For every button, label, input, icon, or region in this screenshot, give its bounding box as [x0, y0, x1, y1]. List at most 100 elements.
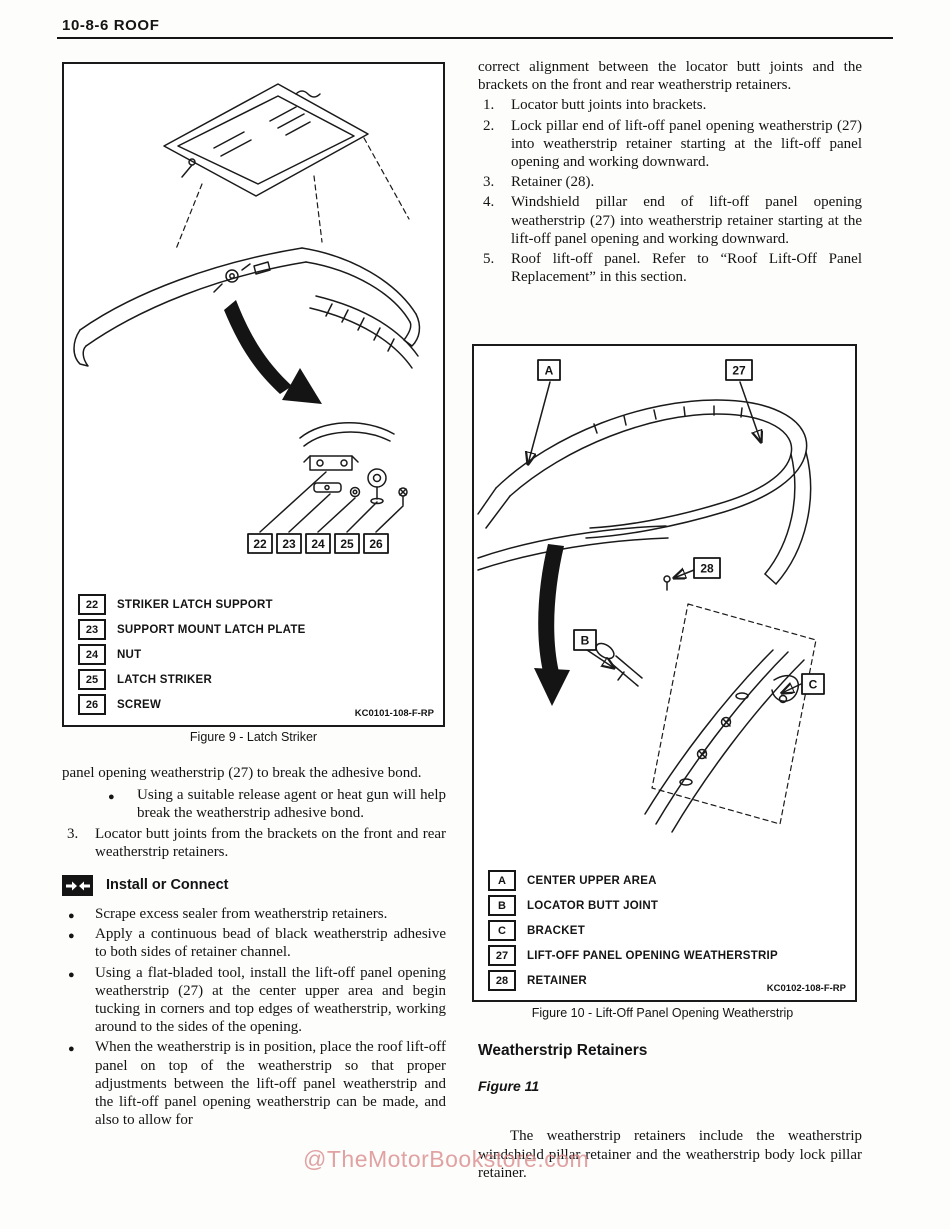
- legend-item: C BRACKET: [488, 918, 778, 943]
- header-rule: [57, 37, 893, 39]
- bullet-item: ● Using a flat-bladed tool, install the …: [62, 964, 446, 1037]
- legend-label: BRACKET: [527, 924, 585, 937]
- item-text: Locator butt joints into brackets.: [511, 97, 707, 114]
- bullet-icon: ●: [68, 1043, 75, 1056]
- callout-leader-lines: [259, 471, 404, 533]
- item-number: 1.: [483, 97, 495, 114]
- item-text: Windshield pillar end of lift-off panel …: [511, 194, 862, 247]
- item-text: When the weatherstrip is in position, pl…: [95, 1039, 446, 1129]
- callout-25: 25: [340, 537, 354, 551]
- section-heading-label: Install or Connect: [106, 877, 229, 894]
- paragraph: correct alignment between the locator bu…: [478, 59, 862, 94]
- legend-key: A: [488, 870, 516, 891]
- figure10-callout-boxes: A 27 28 B C: [537, 359, 825, 695]
- item-text: Locator butt joints from the brackets on…: [95, 825, 446, 860]
- callout-28: 28: [700, 562, 714, 576]
- item-text: Apply a continuous bead of black weather…: [95, 926, 446, 961]
- bullet-item: ● Apply a continuous bead of black weath…: [62, 925, 446, 961]
- legend-item: 25 LATCH STRIKER: [78, 667, 306, 692]
- item-text: Scrape excess sealer from weatherstrip r…: [95, 906, 388, 923]
- callout-leader-lines: [528, 381, 802, 693]
- section-heading-weatherstrip-retainers: Weatherstrip Retainers: [478, 1042, 648, 1059]
- legend-item: 27 LIFT-OFF PANEL OPENING WEATHERSTRIP: [488, 943, 778, 968]
- item-text: Using a flat-bladed tool, install the li…: [95, 964, 446, 1036]
- figure10-legend: A CENTER UPPER AREA B LOCATOR BUTT JOINT…: [488, 868, 778, 993]
- inward-arrows-icon: [65, 881, 90, 891]
- item-text: Roof lift-off panel. Refer to “Roof Lift…: [511, 251, 862, 286]
- legend-key: B: [488, 895, 516, 916]
- callout-a: A: [545, 364, 554, 378]
- legend-key: 26: [78, 694, 106, 715]
- legend-label: CENTER UPPER AREA: [527, 874, 657, 887]
- figure9-illustration: 22 23 24 25 26: [73, 83, 421, 554]
- legend-item: 22 STRIKER LATCH SUPPORT: [78, 592, 306, 617]
- weatherstrip-frame-drawing: [477, 399, 812, 591]
- paragraph: panel opening weatherstrip (27) to break…: [62, 765, 422, 781]
- legend-label: SCREW: [117, 698, 162, 711]
- figure9-box: 22 23 24 25 26 22 STRIKER LATCH SUPPORT …: [62, 62, 445, 727]
- item-number: 3.: [67, 825, 79, 842]
- detail-boundary: [651, 603, 817, 825]
- figure10-caption: Figure 10 - Lift-Off Panel Opening Weath…: [531, 1006, 794, 1020]
- figure10-illustration: A 27 28 B C: [477, 359, 825, 833]
- legend-item: 24 NUT: [78, 642, 306, 667]
- legend-key: 24: [78, 644, 106, 665]
- pointer-arrow-icon: [534, 544, 570, 706]
- item-text: Retainer (28).: [511, 174, 595, 191]
- callout-22: 22: [253, 537, 267, 551]
- legend-item: 26 SCREW: [78, 692, 306, 717]
- figure10-part-code: KC0102-108-F-RP: [766, 983, 846, 994]
- callout-b: B: [581, 634, 590, 648]
- numbered-item: 1. Locator butt joints into brackets.: [478, 96, 862, 114]
- item-number: 2.: [483, 117, 495, 134]
- left-column: panel opening weatherstrip (27) to break…: [62, 764, 446, 1129]
- figure9-callout-boxes: 22 23 24 25 26: [247, 533, 389, 554]
- legend-label: LATCH STRIKER: [117, 673, 213, 686]
- roof-lift-off-panel-drawing: [163, 83, 369, 197]
- legend-item: 23 SUPPORT MOUNT LATCH PLATE: [78, 617, 306, 642]
- item-number: 5.: [483, 251, 495, 268]
- legend-label: LIFT-OFF PANEL OPENING WEATHERSTRIP: [527, 949, 778, 962]
- page-header: 10-8-6 ROOF: [62, 17, 160, 34]
- numbered-item: 3. Locator butt joints from the brackets…: [62, 825, 446, 861]
- legend-label: NUT: [117, 648, 142, 661]
- legend-key: 27: [488, 945, 516, 966]
- bullet-item: ● When the weatherstrip is in position, …: [62, 1038, 446, 1129]
- figure9-caption: Figure 9 - Latch Striker: [189, 730, 318, 744]
- bullet-item: ● Scrape excess sealer from weatherstrip…: [62, 905, 446, 923]
- legend-key: 23: [78, 619, 106, 640]
- figure9-part-code: KC0101-108-F-RP: [354, 708, 434, 719]
- legend-key: 25: [78, 669, 106, 690]
- retainer-detail-drawing: [595, 642, 805, 833]
- item-number: 3.: [483, 174, 495, 191]
- legend-label: RETAINER: [527, 974, 587, 987]
- item-text: Using a suitable release agent or heat g…: [137, 787, 446, 822]
- bullet-icon: ●: [108, 791, 115, 804]
- pointer-arrow-icon: [224, 300, 322, 404]
- bullet-icon: ●: [68, 930, 75, 943]
- right-column: correct alignment between the locator bu…: [478, 58, 862, 286]
- figure9-legend: 22 STRIKER LATCH SUPPORT 23 SUPPORT MOUN…: [78, 592, 306, 717]
- install-or-connect-heading: Install or Connect: [62, 875, 446, 897]
- legend-label: SUPPORT MOUNT LATCH PLATE: [117, 623, 306, 636]
- callout-24: 24: [311, 537, 325, 551]
- numbered-item: 4. Windshield pillar end of lift-off pan…: [478, 193, 862, 248]
- item-number: 4.: [483, 194, 495, 211]
- latch-parts-drawing: [299, 421, 408, 506]
- legend-label: STRIKER LATCH SUPPORT: [117, 598, 273, 611]
- bullet-icon: ●: [68, 968, 75, 981]
- callout-23: 23: [282, 537, 296, 551]
- bullet-icon: ●: [68, 910, 75, 923]
- legend-item: B LOCATOR BUTT JOINT: [488, 893, 778, 918]
- legend-item: 28 RETAINER: [488, 968, 778, 993]
- numbered-item: 2. Lock pillar end of lift-off panel ope…: [478, 117, 862, 172]
- legend-item: A CENTER UPPER AREA: [488, 868, 778, 893]
- install-connect-icon: [62, 875, 93, 897]
- item-text: Lock pillar end of lift-off panel openin…: [511, 117, 862, 171]
- roof-structure-drawing: [73, 137, 421, 369]
- figure11-reference-label: Figure 11: [478, 1078, 540, 1094]
- legend-key: C: [488, 920, 516, 941]
- legend-key: 22: [78, 594, 106, 615]
- figure10-box: A 27 28 B C A CENTER UPPER AREA B LOCATO…: [472, 344, 857, 1002]
